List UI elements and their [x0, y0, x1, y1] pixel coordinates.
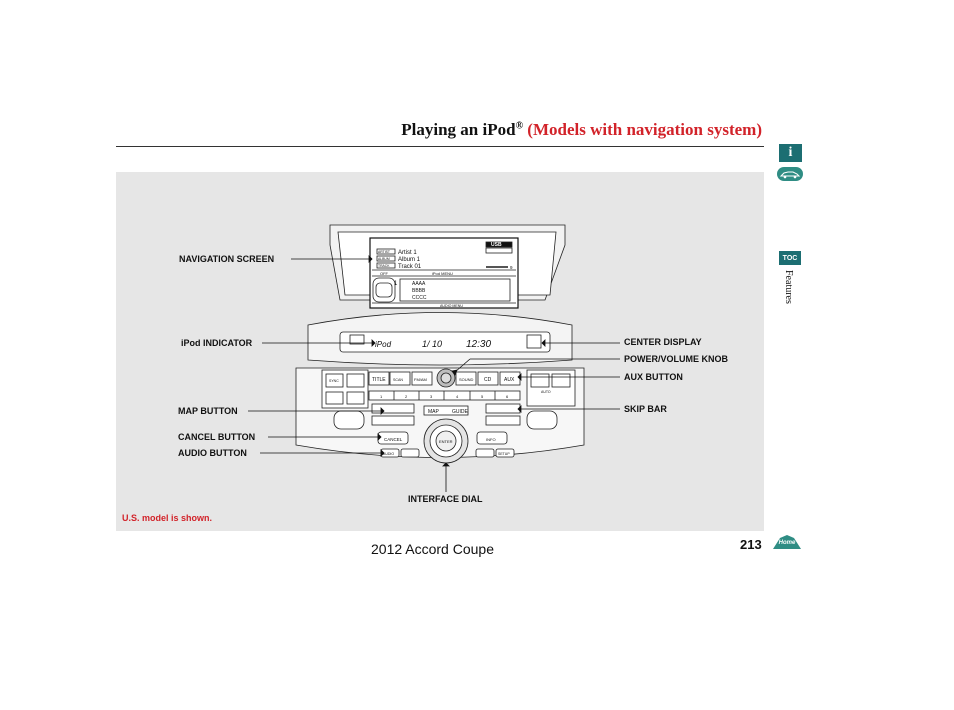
map-guide-bar — [423, 405, 469, 416]
preset-6: 6 — [506, 394, 509, 399]
display-text: iPod 1/ 10 12:30 — [375, 339, 491, 350]
guide-label: GUIDE — [452, 409, 469, 415]
screen-row-3: CCCC — [412, 295, 427, 301]
toc-button[interactable]: TOC — [779, 251, 801, 265]
preset-4: 4 — [456, 394, 459, 399]
callout-cancel-button: CANCEL BUTTON — [178, 432, 256, 442]
preset-2: 2 — [405, 394, 408, 399]
footer-model: 2012 Accord Coupe — [371, 541, 494, 557]
model-note: U.S. model is shown. — [122, 513, 213, 523]
home-icon — [773, 535, 801, 549]
callout-map-button: MAP BUTTON — [178, 406, 238, 416]
home-button[interactable]: Home — [772, 534, 802, 550]
setup-button — [495, 448, 515, 458]
screen-scroll: AUDIO MENU — [440, 304, 463, 308]
screen-row-2: BBBB — [412, 288, 426, 294]
callout-center-display: CENTER DISPLAY — [624, 337, 702, 347]
callout-power-volume-knob: POWER/VOLUME KNOB — [624, 354, 729, 364]
car-glyph — [779, 171, 801, 179]
callout-aux-button: AUX BUTTON — [624, 372, 683, 382]
screen-artist: Artist 1 — [398, 250, 417, 256]
title-subtitle: (Models with navigation system) — [527, 120, 762, 139]
callout-ipod-indicator: iPod INDICATOR — [181, 338, 253, 348]
sound-label: SOUND — [459, 377, 474, 382]
sync-label: SYNC — [329, 379, 339, 383]
screen-row-1: AAAA — [412, 281, 426, 287]
cd-button — [477, 371, 499, 386]
setup-label: SETUP — [498, 452, 510, 456]
home-label: Home — [778, 540, 796, 546]
map-label: MAP — [428, 409, 440, 415]
screen-track-tag: TRACK — [378, 264, 390, 268]
cancel-label: CANCEL — [384, 437, 403, 442]
audio-label: AUDIO — [383, 452, 394, 456]
page-number: 213 — [740, 537, 762, 552]
callout-interface-dial: INTERFACE DIAL — [408, 494, 483, 504]
screen-track: Track 01 — [398, 264, 422, 270]
aux-label: AUX — [504, 377, 515, 383]
scan-label: SCAN — [393, 378, 403, 382]
info-label: INFO — [486, 437, 496, 442]
info-icon[interactable]: i — [779, 144, 802, 162]
display-mode: iPod — [375, 340, 392, 349]
scan-button — [389, 371, 411, 386]
preset-1: 1 — [380, 394, 383, 399]
callout-navigation-screen: NAVIGATION SCREEN — [179, 254, 275, 264]
enter-label: ENTER — [439, 439, 453, 444]
toc-label: TOC — [782, 254, 798, 262]
title-label: TITLE — [372, 377, 386, 383]
car-icon[interactable] — [777, 167, 803, 181]
screen-text: ARTIST Artist 1 ALBUM Album 1 TRACK Trac… — [378, 242, 513, 308]
panel-text: TITLE SCAN FM/AM SOUND CD AUX 1 2 3 4 5 … — [329, 377, 551, 456]
callout-audio-button: AUDIO BUTTON — [178, 448, 247, 458]
callout-skip-bar: SKIP BAR — [624, 404, 667, 414]
fm-am-button — [411, 371, 433, 386]
registered-mark: ® — [515, 120, 524, 132]
center-display — [339, 331, 551, 353]
info-icon-label: i — [788, 145, 793, 160]
cd-label: CD — [484, 377, 492, 383]
screen-artist-tag: ARTIST — [378, 250, 390, 254]
skip-bar — [485, 403, 521, 414]
preset-3: 3 — [430, 394, 433, 399]
title-button — [368, 371, 390, 386]
screen-count: 9 — [510, 265, 513, 270]
title-rule — [116, 146, 764, 147]
screen-off: OFF — [380, 271, 389, 276]
title-main: Playing an iPod — [401, 120, 516, 139]
preset-bar — [368, 390, 521, 401]
display-time: 12:30 — [466, 339, 491, 350]
preset-5: 5 — [481, 394, 484, 399]
screen-usb: USB — [491, 242, 502, 248]
navigation-unit — [329, 224, 566, 309]
callout-lines — [248, 255, 620, 492]
screen-row-index: 1 — [394, 281, 398, 287]
center-display-housing — [307, 312, 573, 366]
info-button — [476, 431, 508, 445]
section-label: Features — [783, 270, 794, 304]
screen-menu: iPod MENU — [432, 271, 453, 276]
auto-label: AUTO — [541, 390, 551, 394]
control-panel — [295, 367, 585, 464]
screen-album: Album 1 — [398, 257, 421, 263]
usb-badge — [485, 241, 513, 248]
screen-album-tag: ALBUM — [378, 257, 390, 261]
sound-button — [455, 371, 477, 386]
page-title: Playing an iPod® (Models with navigation… — [280, 120, 762, 140]
fm-label: FM/AM — [414, 377, 427, 382]
display-track: 1/ 10 — [422, 339, 442, 349]
category-bar — [371, 403, 415, 414]
section-tab: Features — [783, 270, 797, 320]
